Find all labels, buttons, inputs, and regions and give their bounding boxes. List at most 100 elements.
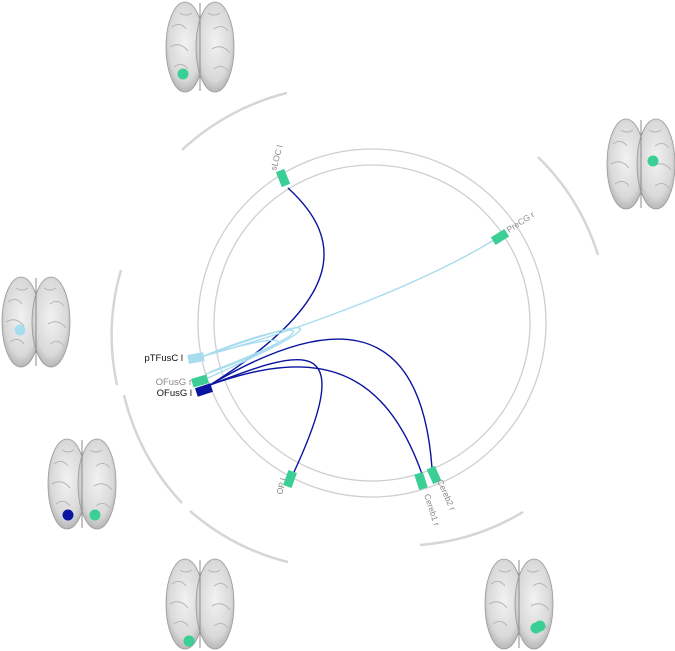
cortical-fold — [654, 183, 670, 189]
link-ofusgl-cereb1r — [209, 366, 423, 475]
cortical-fold — [179, 12, 193, 16]
cortical-fold — [490, 581, 506, 587]
cortical-fold — [492, 621, 508, 627]
sector-arc-bottom — [189, 510, 289, 564]
cortical-fold — [7, 299, 23, 305]
cortical-fold — [15, 287, 29, 291]
brain-right-top — [606, 118, 675, 210]
cortical-fold — [169, 44, 189, 52]
link-ptfuscl-precgr — [203, 239, 495, 357]
node-label-cereb1r: Cereb1 r — [422, 493, 442, 528]
cortical-fold — [532, 583, 548, 589]
cortical-fold — [173, 64, 189, 70]
right-hemisphere — [195, 1, 235, 93]
node-marker-cereb1r — [414, 472, 428, 490]
cortical-fold — [211, 603, 231, 611]
cortical-fold — [95, 463, 111, 469]
cortical-fold — [530, 603, 550, 611]
link-ofusgl-cereb2r — [209, 338, 433, 469]
cortical-fold — [207, 569, 221, 573]
right-hemisphere — [31, 276, 71, 368]
cortical-fold — [61, 449, 75, 453]
region-dot — [14, 324, 26, 336]
node-marker-ofusgl — [195, 383, 213, 397]
right-hemisphere — [77, 438, 117, 530]
node-marker-opl — [283, 469, 297, 489]
node-label-opl: OP l — [274, 477, 288, 496]
cortical-fold — [498, 569, 512, 573]
sector-arc-right — [537, 156, 600, 256]
link-ofusgl-opl — [209, 358, 323, 473]
sector-arc-left-lower — [122, 394, 183, 504]
cortical-fold — [620, 129, 634, 133]
cortical-fold — [207, 12, 221, 16]
region-dot — [62, 509, 74, 521]
cortical-fold — [614, 181, 630, 187]
region-dot — [183, 635, 195, 647]
cortical-fold — [43, 287, 57, 291]
outer-ring — [197, 148, 547, 498]
link-ptfuscl-ofusgr-strand — [203, 329, 295, 373]
sector-arc-top — [181, 91, 288, 151]
node-label-ofusgl: OFusG l — [157, 388, 192, 399]
cortical-fold — [654, 143, 670, 149]
cortical-fold — [55, 501, 71, 507]
cortical-fold — [169, 601, 189, 609]
node-label-slocl: sLOC l — [268, 144, 284, 172]
sector-arc-left-upper — [110, 269, 123, 386]
cortical-fold — [9, 339, 25, 345]
cortical-fold — [51, 481, 71, 489]
cortical-fold — [610, 161, 630, 169]
connection-links — [203, 187, 495, 475]
node-marker-precgr — [490, 228, 510, 246]
cortical-fold — [211, 46, 231, 54]
node-marker-ptfuscl — [187, 352, 205, 364]
cortical-fold — [526, 569, 540, 573]
brain-left-lower — [47, 438, 117, 530]
brain-bottom — [165, 558, 235, 650]
right-hemisphere — [195, 558, 235, 650]
cortical-fold — [213, 66, 229, 72]
cortical-fold — [53, 461, 69, 467]
brain-bottom-right — [484, 558, 554, 650]
region-dot — [89, 509, 101, 521]
link-ptfuscl-ofusgr-strand — [203, 339, 279, 375]
node-label-cereb2r: Cereb2 r — [435, 478, 458, 512]
node-labels: sLOC l PreCG r pTFusC l OFusG r OFusG l … — [144, 144, 536, 528]
cortical-fold — [173, 621, 189, 627]
node-label-ptfuscl: pTFusC l — [144, 353, 183, 364]
cortical-fold — [213, 583, 229, 589]
cortical-fold — [213, 623, 229, 629]
cortical-fold — [488, 601, 508, 609]
node-marker-slocl — [275, 168, 291, 188]
node-marker-ofusgr — [191, 374, 209, 388]
cortical-fold — [89, 449, 103, 453]
sector-arcs — [110, 91, 600, 564]
sector-arc-bottom-right — [419, 510, 524, 547]
node-label-precgr: PreCG r — [505, 209, 537, 234]
cortical-fold — [5, 319, 25, 327]
cortical-fold — [49, 301, 65, 307]
cortical-fold — [179, 569, 193, 573]
region-dot — [177, 68, 189, 80]
right-hemisphere — [514, 558, 554, 650]
node-markers — [187, 168, 510, 490]
cortical-fold — [47, 321, 67, 329]
cortical-fold — [648, 129, 662, 133]
brain-top — [165, 1, 235, 93]
cortical-fold — [93, 483, 113, 491]
node-label-ofusgr: OFusG r — [156, 377, 192, 388]
region-dot — [534, 620, 546, 632]
cortical-fold — [612, 141, 628, 147]
ring-group — [197, 148, 547, 498]
cortical-fold — [171, 581, 187, 587]
cortical-fold — [49, 341, 65, 347]
region-dot — [647, 155, 659, 167]
cortical-fold — [95, 503, 111, 509]
brain-left-mid — [1, 276, 71, 368]
cortical-fold — [213, 26, 229, 32]
link-ptfuscl-ofusgr — [203, 327, 302, 379]
node-marker-cereb2r — [426, 465, 442, 485]
